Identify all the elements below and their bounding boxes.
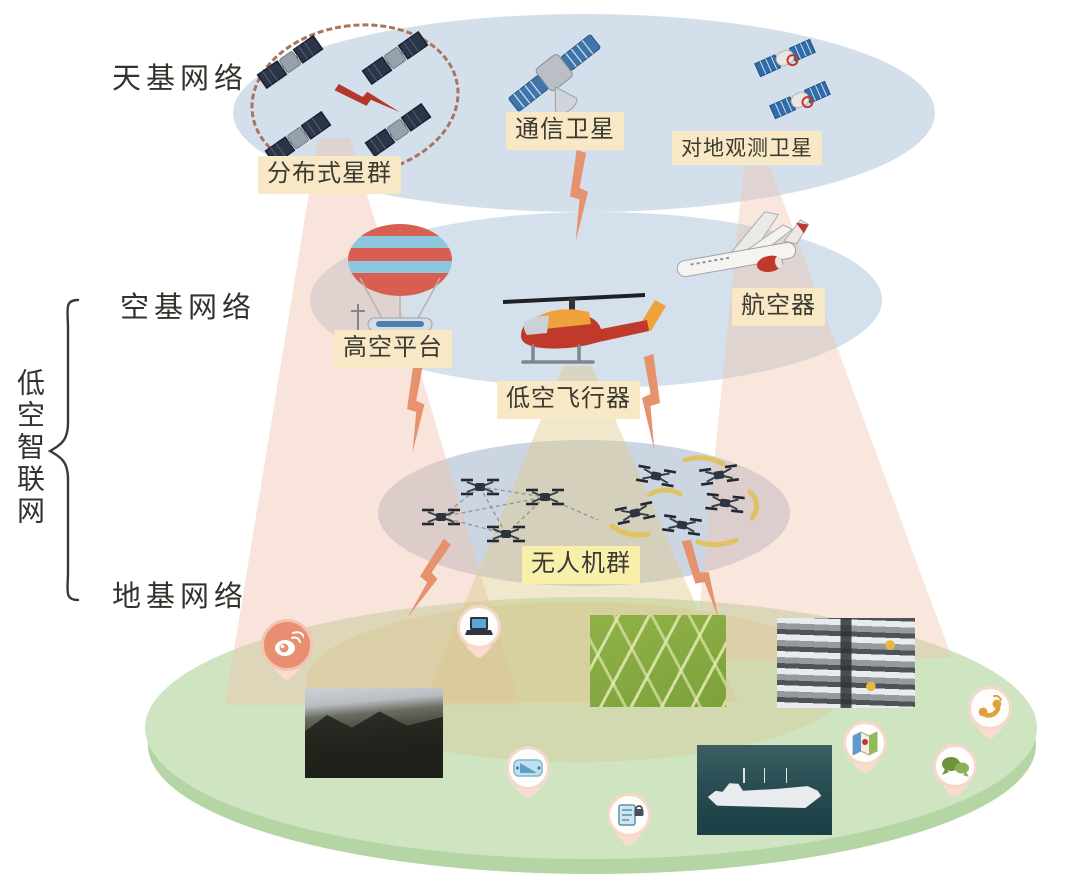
air-network-label: 空基网络 [120,292,257,324]
drone-icon [697,464,741,486]
drone-icon [485,525,527,543]
space-network-label: 天基网络 [112,63,249,95]
drone-icon [660,514,704,536]
traffic-photo [777,618,915,708]
distributed-constellation-graphic [256,30,432,166]
map-pin [843,721,887,776]
uav-swarm-label: 无人机群 [522,546,640,584]
uav-swarm-graphic [420,455,759,548]
earth-observation-satellite-icon [753,38,818,81]
phone-icon [968,686,1012,730]
drone-icon [634,464,678,488]
low-altitude-network-label: 低空智联网 [13,368,44,528]
tablet-pin [506,746,550,801]
low-altitude-vehicle-label: 低空飞行器 [497,381,640,419]
drone-icon [704,492,746,514]
brace [47,298,80,602]
phone-pin [968,686,1012,741]
earth-observation-satellite-label: 对地观测卫星 [672,131,822,166]
ground-network-label: 地基网络 [112,581,249,613]
drone-icon [420,508,462,526]
ship-photo [697,745,832,835]
satellite-icon [256,34,324,90]
balloon-platform-icon [348,224,452,332]
lightning-bolt-icon [407,364,425,453]
chat-pin [933,744,977,799]
tablet-icon [506,746,550,790]
drone-icon [613,500,657,526]
laptop-icon [457,605,501,649]
secure-device-icon [607,793,651,837]
weibo-icon [261,619,313,671]
mountain-photo [305,688,443,778]
helicopter-icon [502,293,666,364]
secure-device-pin [607,793,651,848]
satellite-icon [364,102,432,158]
satellite-icon [361,30,429,86]
lightning-bolt-icon [334,84,401,113]
chat-icon [933,744,977,788]
airplane-icon [676,211,810,278]
drone-icon [459,478,501,496]
earth-observation-satellites-graphic [753,38,833,123]
drone-icon [524,488,566,506]
earth-observation-satellite-icon [768,80,833,123]
map-icon [843,721,887,765]
farmland-photo [590,615,726,707]
comm-satellite-icon [508,34,601,115]
high-altitude-platform-label: 高空平台 [334,330,452,368]
weibo-pin [261,619,313,682]
comm-satellite-label: 通信卫星 [506,112,624,150]
aircraft-label: 航空器 [732,288,825,326]
constellation-label: 分布式星群 [258,156,401,194]
laptop-pin [457,605,501,660]
